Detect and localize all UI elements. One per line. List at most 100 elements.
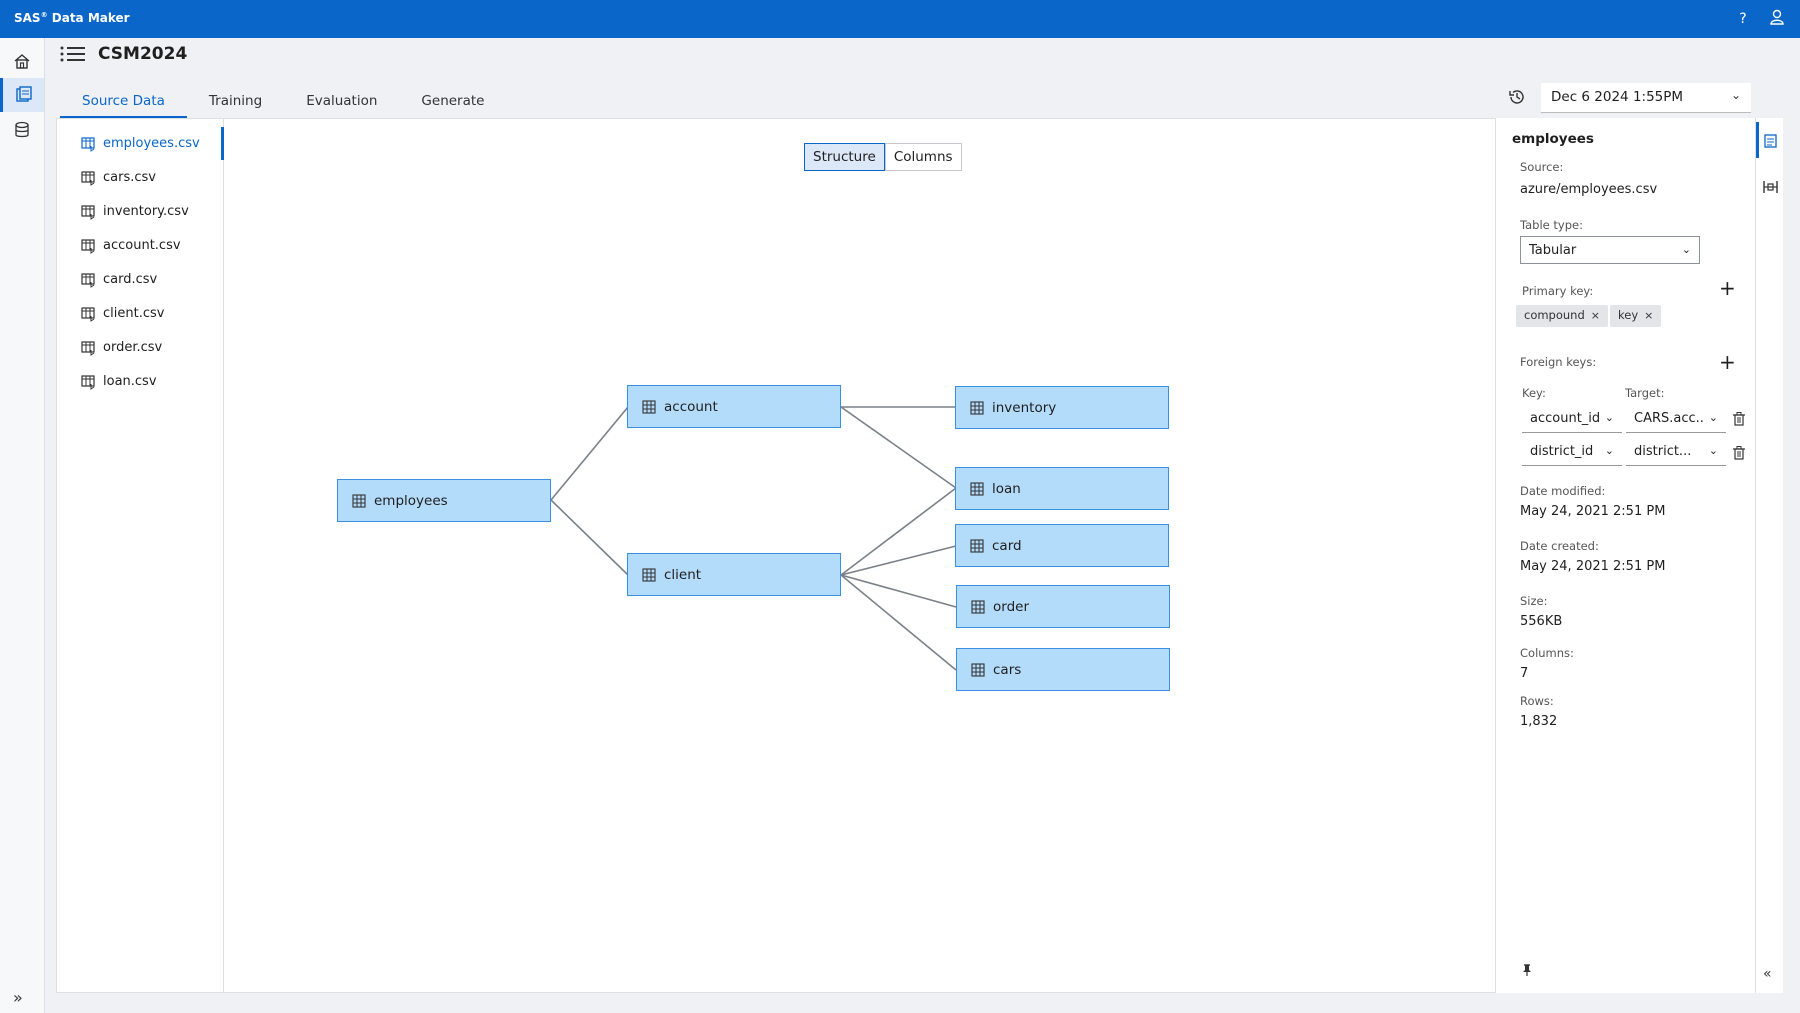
file-item-employees[interactable]: employees.csv xyxy=(57,127,224,160)
file-label: loan.csv xyxy=(103,374,157,389)
fk-target-header: Target: xyxy=(1625,386,1665,400)
node-label: order xyxy=(993,598,1029,615)
chip-label: compound xyxy=(1524,308,1585,322)
source-data-nav-icon[interactable] xyxy=(0,78,44,112)
chevron-down-icon: ⌄ xyxy=(1708,444,1718,457)
main-tabs: Source Data Training Evaluation Generate xyxy=(60,85,506,119)
node-cars[interactable]: cars xyxy=(956,648,1170,691)
fk-key-header: Key: xyxy=(1522,386,1546,400)
tab-generate[interactable]: Generate xyxy=(421,93,485,109)
version-date-select[interactable]: Dec 6 2024 1:55PM ⌄ xyxy=(1541,83,1751,113)
node-employees[interactable]: employees xyxy=(337,479,551,522)
tab-evaluation[interactable]: Evaluation xyxy=(306,93,378,109)
columns-toggle-button[interactable]: Columns xyxy=(884,143,962,171)
node-label: card xyxy=(992,537,1022,554)
node-label: client xyxy=(664,566,702,583)
chevron-down-icon: ⌄ xyxy=(1708,411,1718,424)
file-item-order[interactable]: order.csv xyxy=(57,331,224,364)
project-header: CSM2024 xyxy=(60,44,187,64)
history-icon[interactable] xyxy=(1508,88,1526,106)
menu-list-icon[interactable] xyxy=(60,45,86,63)
node-label: cars xyxy=(993,661,1022,678)
fk-key-select[interactable]: district_id ⌄ xyxy=(1522,438,1622,466)
chevron-down-icon: ⌄ xyxy=(1604,444,1614,457)
view-toggle: Structure Columns xyxy=(804,143,962,171)
fk-key-select[interactable]: account_id ⌄ xyxy=(1522,405,1622,433)
node-label: employees xyxy=(374,492,448,509)
remove-chip-icon[interactable]: × xyxy=(1590,309,1600,322)
tab-training[interactable]: Training xyxy=(208,93,263,109)
brand-mark: ® xyxy=(40,11,48,19)
rows-value: 1,832 xyxy=(1520,714,1558,729)
node-card[interactable]: card xyxy=(955,524,1169,567)
file-list: employees.csv cars.csv inventory.csv acc… xyxy=(57,119,224,992)
properties-title: employees xyxy=(1512,131,1594,147)
collapse-panel-icon[interactable]: « xyxy=(1763,966,1772,982)
relationship-tool-icon[interactable] xyxy=(1763,180,1778,194)
table-grid-icon xyxy=(971,662,985,677)
fk-target-select[interactable]: CARS.acc.. ⌄ xyxy=(1626,405,1726,433)
file-item-client[interactable]: client.csv xyxy=(57,297,224,330)
table-type-select[interactable]: Tabular ⌄ xyxy=(1520,236,1700,264)
user-icon[interactable] xyxy=(1767,9,1787,29)
structure-toggle-button[interactable]: Structure xyxy=(804,143,885,171)
node-loan[interactable]: loan xyxy=(955,467,1169,510)
expand-rail-icon[interactable]: » xyxy=(13,988,23,1007)
file-label: client.csv xyxy=(103,306,165,321)
table-grid-icon xyxy=(970,481,984,496)
date-created-value: May 24, 2021 2:51 PM xyxy=(1520,559,1666,574)
node-client[interactable]: client xyxy=(627,553,841,596)
tab-source-data[interactable]: Source Data xyxy=(60,85,187,119)
file-item-loan[interactable]: loan.csv xyxy=(57,365,224,398)
file-table-icon xyxy=(81,272,95,288)
file-label: inventory.csv xyxy=(103,204,189,219)
file-item-cars[interactable]: cars.csv xyxy=(57,161,224,194)
add-foreign-key-icon[interactable]: + xyxy=(1719,350,1736,374)
primary-key-chip: key × xyxy=(1610,305,1662,327)
table-grid-icon xyxy=(970,538,984,553)
fk-target-select[interactable]: district... ⌄ xyxy=(1626,438,1726,466)
node-inventory[interactable]: inventory xyxy=(955,386,1169,429)
file-item-account[interactable]: account.csv xyxy=(57,229,224,262)
fk-target-value: CARS.acc.. xyxy=(1634,411,1704,426)
project-title: CSM2024 xyxy=(98,44,188,64)
date-modified-label: Date modified: xyxy=(1520,484,1606,498)
file-label: employees.csv xyxy=(103,136,200,151)
help-icon[interactable]: ? xyxy=(1739,11,1747,27)
fk-key-value: account_id xyxy=(1530,411,1601,426)
node-label: loan xyxy=(992,480,1021,497)
add-primary-key-icon[interactable]: + xyxy=(1719,276,1736,300)
database-icon[interactable] xyxy=(0,113,44,147)
pin-icon[interactable] xyxy=(1522,964,1532,976)
node-account[interactable]: account xyxy=(627,385,841,428)
properties-panel-icon[interactable] xyxy=(1764,134,1777,148)
table-grid-icon xyxy=(352,493,366,508)
app-brand: SAS® Data Maker xyxy=(14,11,130,25)
properties-panel: employees Source: azure/employees.csv Ta… xyxy=(1495,118,1755,993)
chip-label: key xyxy=(1618,308,1639,322)
file-label: account.csv xyxy=(103,238,181,253)
date-modified-value: May 24, 2021 2:51 PM xyxy=(1520,504,1666,519)
delete-foreign-key-icon[interactable] xyxy=(1733,412,1745,426)
node-order[interactable]: order xyxy=(956,585,1170,628)
source-value: azure/employees.csv xyxy=(1520,182,1658,197)
file-table-icon xyxy=(81,136,95,152)
delete-foreign-key-icon[interactable] xyxy=(1733,446,1745,460)
home-icon[interactable] xyxy=(0,44,44,78)
file-label: card.csv xyxy=(103,272,158,287)
columns-count-label: Columns: xyxy=(1520,646,1574,660)
primary-key-chip: compound × xyxy=(1516,305,1608,327)
right-panel-rail: « xyxy=(1755,118,1783,993)
chevron-down-icon: ⌄ xyxy=(1604,411,1614,424)
file-item-card[interactable]: card.csv xyxy=(57,263,224,296)
file-table-icon xyxy=(81,204,95,220)
table-grid-icon xyxy=(970,400,984,415)
file-item-inventory[interactable]: inventory.csv xyxy=(57,195,224,228)
size-value: 556KB xyxy=(1520,614,1563,629)
source-label: Source: xyxy=(1520,160,1564,174)
table-type-value: Tabular xyxy=(1529,243,1577,258)
node-label: account xyxy=(664,398,718,415)
file-table-icon xyxy=(81,306,95,322)
date-created-label: Date created: xyxy=(1520,539,1599,553)
remove-chip-icon[interactable]: × xyxy=(1644,309,1654,322)
